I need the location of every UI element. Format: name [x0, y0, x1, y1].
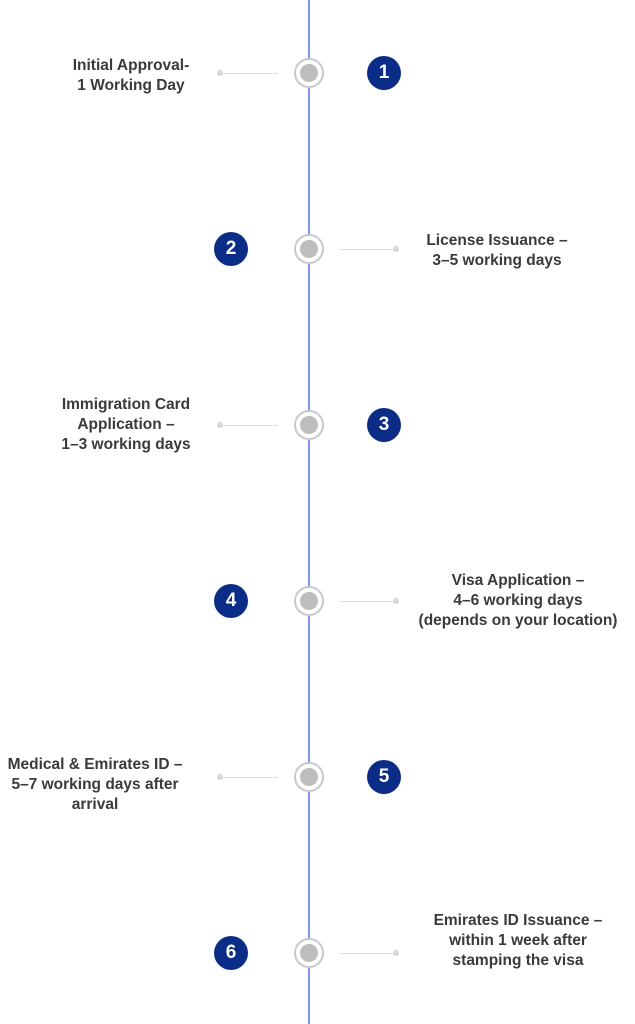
step-6-connector-dot	[393, 950, 399, 956]
step-1-number-badge: 1	[367, 56, 401, 90]
step-6-text: Emirates ID Issuance – within 1 week aft…	[433, 912, 603, 969]
step-3-connector-dot	[217, 422, 223, 428]
step-3-connector	[220, 425, 278, 426]
timeline-node-icon	[294, 234, 324, 264]
timeline-node-icon	[294, 938, 324, 968]
step-4-connector-dot	[393, 598, 399, 604]
timeline-node-icon	[294, 58, 324, 88]
step-6-connector	[340, 953, 396, 954]
step-5-connector	[220, 777, 278, 778]
step-2-number-badge: 2	[214, 232, 248, 266]
step-5-connector-dot	[217, 774, 223, 780]
step-1-connector-dot	[217, 70, 223, 76]
step-2-text: License Issuance – 3–5 working days	[426, 232, 568, 269]
timeline-node-icon	[294, 410, 324, 440]
timeline-node-icon	[294, 762, 324, 792]
step-3-text: Immigration Card Application – 1–3 worki…	[61, 396, 191, 453]
step-2-connector-dot	[393, 246, 399, 252]
step-6-number-badge: 6	[214, 936, 248, 970]
timeline-node-icon	[294, 586, 324, 616]
step-3-number-badge: 3	[367, 408, 401, 442]
step-4-number-badge: 4	[214, 584, 248, 618]
timeline-axis-line	[308, 0, 310, 1024]
step-5-text: Medical & Emirates ID – 5–7 working days…	[7, 756, 183, 813]
step-5-number-badge: 5	[367, 760, 401, 794]
step-4-text: Visa Application – 4–6 working days (dep…	[418, 572, 618, 629]
step-1-text: Initial Approval- 1 Working Day	[72, 57, 190, 94]
step-4-connector	[340, 601, 396, 602]
step-2-connector	[340, 249, 396, 250]
step-1-connector	[220, 73, 278, 74]
